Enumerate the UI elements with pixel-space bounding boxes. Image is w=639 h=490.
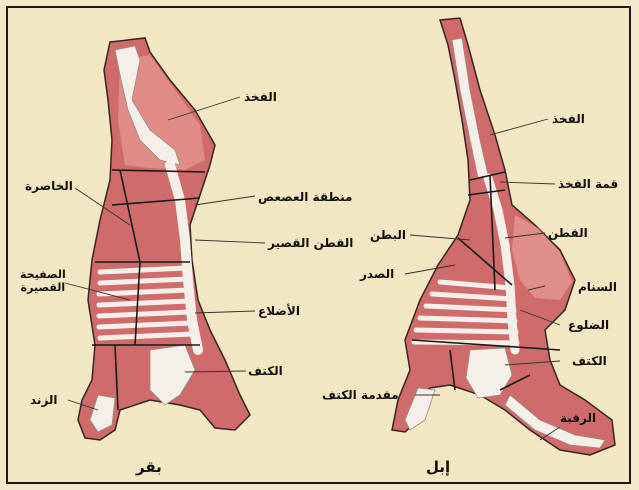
label-camel-neck: الرقبة <box>560 411 596 425</box>
label-cattle-shoulder: الكتف <box>248 364 283 378</box>
cattle-carcass <box>78 38 250 440</box>
label-cattle-thigh: الفخذ <box>244 90 277 104</box>
label-camel-hump: السنام <box>578 280 617 294</box>
label-camel-thigh: الفخذ <box>552 112 585 126</box>
label-cattle-tail-area: منطقة العصعص <box>258 190 352 204</box>
label-camel-shoulder: الكتف <box>572 354 607 368</box>
caption-cattle: بقر <box>136 458 162 476</box>
label-cattle-ribs: الأضلاع <box>258 304 300 318</box>
label-camel-chest: الصدر <box>360 267 394 281</box>
label-camel-ribs: الضلوع <box>568 318 609 332</box>
label-camel-belly: البطن <box>370 228 406 242</box>
label-cattle-shank: الزند <box>30 393 58 407</box>
label-cattle-short-plate: الصفيحة القصيرة <box>20 268 66 294</box>
label-cattle-flank: الخاصرة <box>25 179 73 193</box>
label-cattle-short-loin: القطن القصير <box>268 236 353 250</box>
label-camel-fore-shoulder: مقدمة الكتف <box>322 388 399 402</box>
label-camel-loin: القطن <box>548 226 588 240</box>
caption-camel: إبل <box>426 458 450 476</box>
label-camel-thigh-top: قمة الفخذ <box>558 177 618 191</box>
